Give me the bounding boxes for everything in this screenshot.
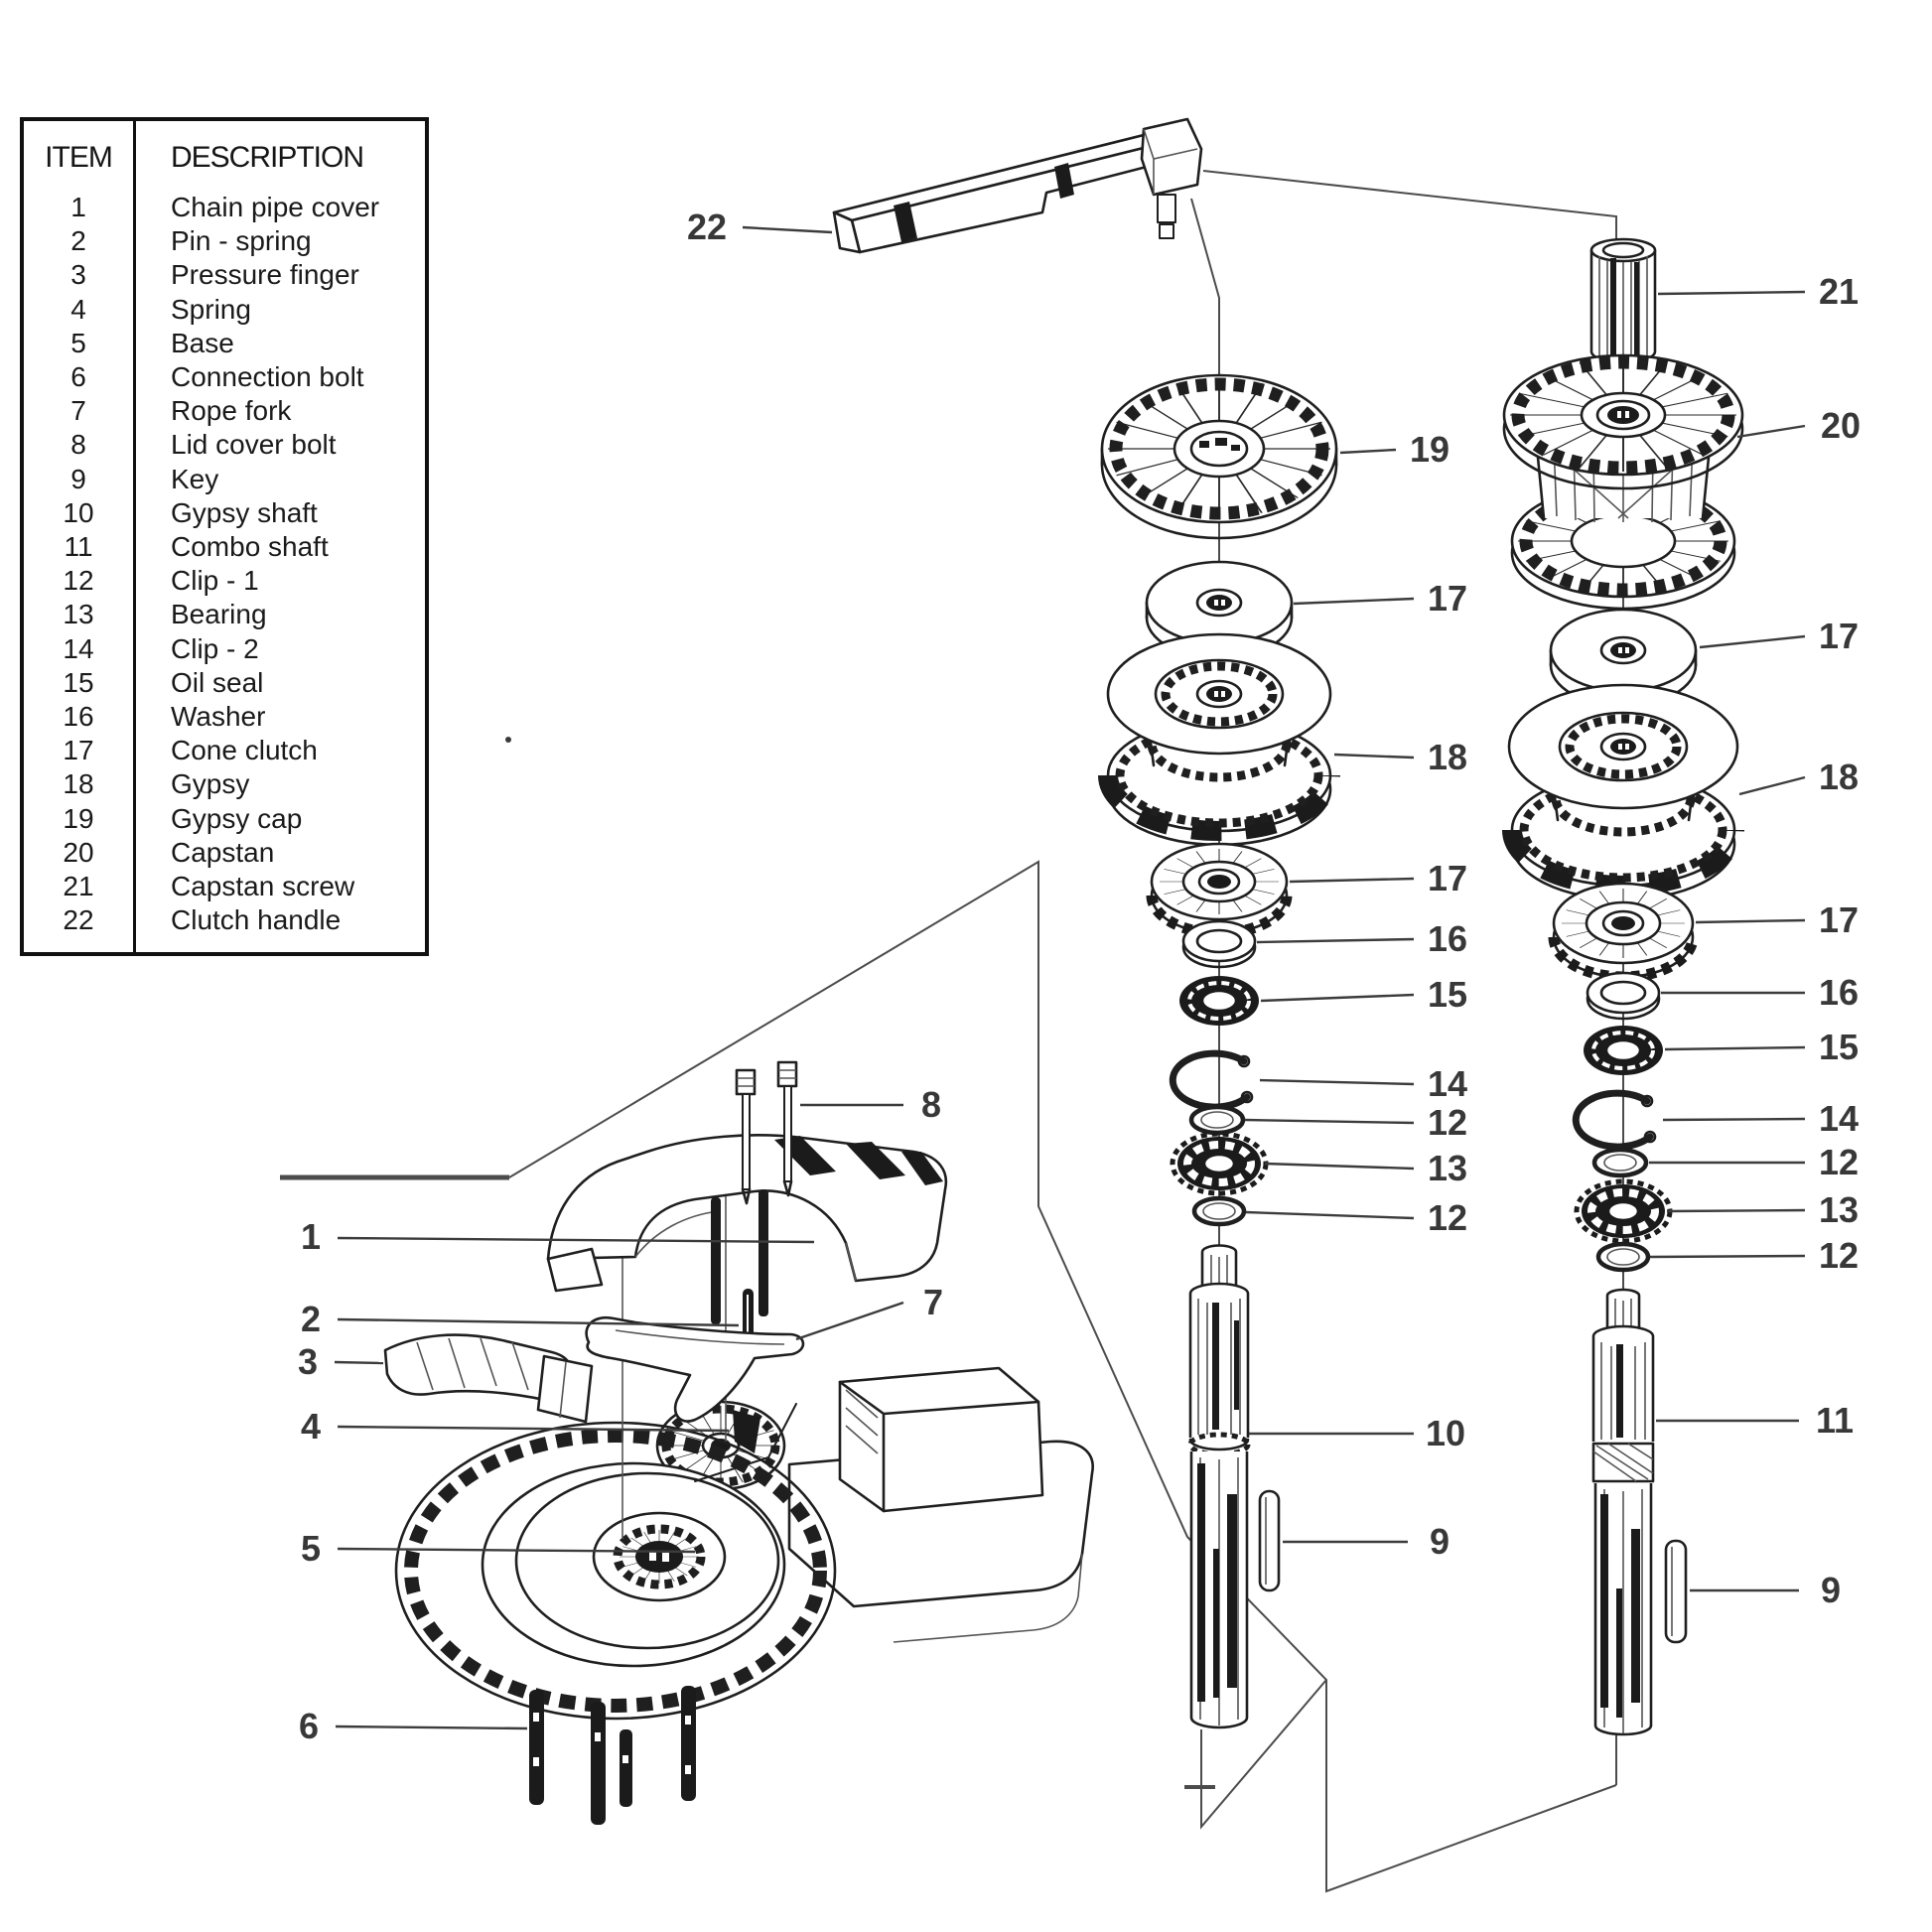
oil-seal-15-middle <box>1179 976 1259 1026</box>
clip1-12-middle-lower <box>1191 1195 1247 1227</box>
callout-14-m: 14 <box>1428 1063 1467 1104</box>
callout-20: 20 <box>1821 405 1861 446</box>
pressure-finger-3 <box>383 1333 594 1424</box>
callout-6: 6 <box>299 1706 319 1746</box>
callout-14-r: 14 <box>1819 1098 1859 1139</box>
capstan-screw-21 <box>1589 237 1657 364</box>
callout-10: 10 <box>1426 1413 1465 1453</box>
clip2-14-right <box>1572 1089 1657 1151</box>
washer-16-middle <box>1181 919 1257 969</box>
rope-fork-7 <box>585 1315 805 1423</box>
callout-13-m: 13 <box>1428 1148 1467 1188</box>
callout-9-m: 9 <box>1430 1521 1449 1562</box>
gypsy-cap-19 <box>1100 373 1338 540</box>
callout-15-r: 15 <box>1819 1027 1859 1067</box>
key-9-right <box>1664 1539 1688 1644</box>
callout-2: 2 <box>301 1299 321 1339</box>
callout-12-m1: 12 <box>1428 1102 1467 1143</box>
gypsy-18-right <box>1502 683 1744 901</box>
callout-12-r1: 12 <box>1819 1142 1859 1182</box>
cone-clutch-17-right-lower <box>1548 882 1699 983</box>
callout-15-m: 15 <box>1428 974 1467 1015</box>
callout-21: 21 <box>1819 271 1859 312</box>
callout-12-r2: 12 <box>1819 1235 1859 1276</box>
callout-7: 7 <box>923 1282 943 1322</box>
callout-12-m2: 12 <box>1428 1197 1467 1238</box>
gypsy-shaft-10 <box>1187 1244 1251 1729</box>
clip2-14-middle <box>1169 1049 1254 1111</box>
scan-dot <box>505 737 511 743</box>
table-header: ITEM DESCRIPTION <box>24 121 425 191</box>
clip1-12-right-lower <box>1595 1241 1651 1273</box>
callout-16-r: 16 <box>1819 972 1859 1013</box>
clutch-handle-22 <box>832 117 1203 254</box>
washer-16-right <box>1586 971 1661 1021</box>
bearing-13-middle <box>1170 1131 1269 1196</box>
gypsy-18-middle <box>1098 632 1340 847</box>
callout-11: 11 <box>1816 1400 1854 1441</box>
callout-17-m1: 17 <box>1428 578 1467 619</box>
callout-17-m2: 17 <box>1428 858 1467 898</box>
combo-shaft-11 <box>1591 1288 1655 1736</box>
spring-4 <box>694 1403 797 1482</box>
callouts: 1 2 3 4 5 6 7 8 22 19 17 18 17 <box>298 207 1861 1746</box>
callout-4: 4 <box>301 1406 321 1447</box>
callout-17-r1: 17 <box>1819 616 1859 656</box>
callout-1: 1 <box>301 1216 321 1257</box>
chain-pipe-cover-1 <box>546 1134 948 1539</box>
callout-8: 8 <box>921 1084 941 1125</box>
capstan-20 <box>1502 353 1744 611</box>
panel-outline <box>280 737 1617 1893</box>
callout-18-m: 18 <box>1428 737 1467 777</box>
col-header-item: ITEM <box>45 141 113 174</box>
callout-5: 5 <box>301 1528 321 1569</box>
callout-3: 3 <box>298 1341 318 1382</box>
connection-bolts-6 <box>529 1686 696 1825</box>
callout-18-r: 18 <box>1819 757 1859 797</box>
bearing-13-right <box>1574 1178 1673 1244</box>
oil-seal-15-right <box>1584 1026 1663 1075</box>
callout-16-m: 16 <box>1428 918 1467 959</box>
callout-22: 22 <box>687 207 727 247</box>
callout-17-r2: 17 <box>1819 899 1859 940</box>
lid-cover-bolts-8 <box>711 1060 798 1324</box>
callout-9-r: 9 <box>1821 1570 1841 1610</box>
callout-13-r: 13 <box>1819 1189 1859 1230</box>
cone-clutch-17-middle-lower <box>1146 842 1293 939</box>
clip1-12-right-upper <box>1591 1147 1649 1178</box>
callout-19: 19 <box>1410 429 1449 470</box>
table-column-divider <box>133 121 136 952</box>
cone-clutch-17-right-upper <box>1549 608 1698 708</box>
key-9-middle <box>1258 1489 1281 1592</box>
clip1-12-middle-upper <box>1188 1104 1246 1136</box>
col-header-description: DESCRIPTION <box>171 141 364 174</box>
